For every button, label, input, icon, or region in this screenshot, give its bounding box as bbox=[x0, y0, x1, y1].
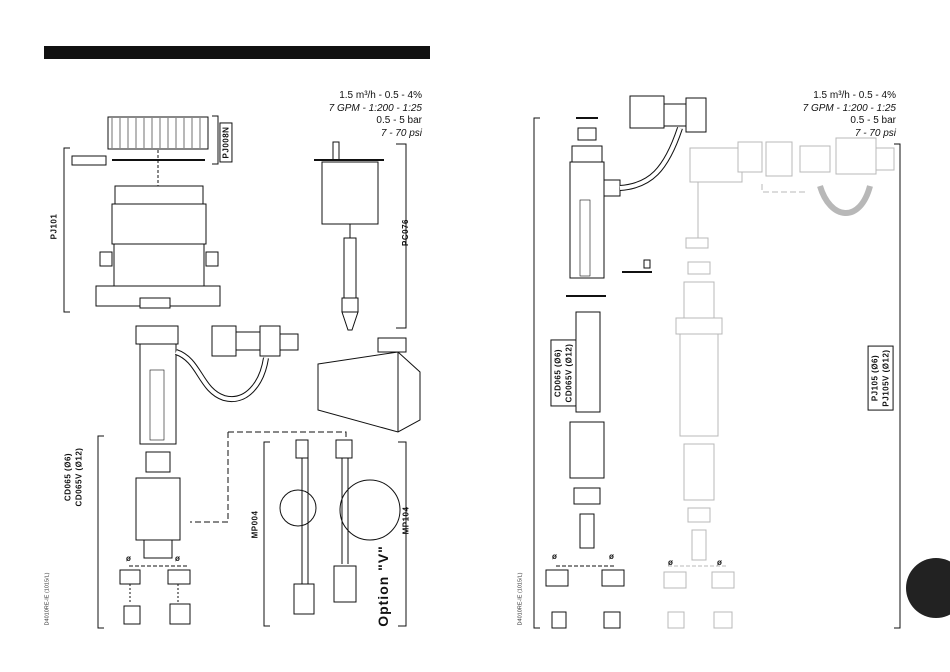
label-cd065-right: CD065 (Ø6) CD065V (Ø12) bbox=[550, 340, 576, 407]
diameter-symbol-1: ø bbox=[552, 552, 557, 561]
diameter-symbol-2: ø bbox=[609, 552, 614, 561]
label-cd065-line2: CD065V (Ø12) bbox=[563, 344, 574, 403]
diameter-symbol-3: ø bbox=[668, 558, 673, 567]
document-code-right: D4010RE-IE (1015/L) bbox=[517, 573, 523, 626]
label-cd065-line1: CD065 (Ø6) bbox=[552, 344, 563, 403]
label-pj105-line2: PJ105V (Ø12) bbox=[881, 349, 892, 406]
label-pj105-line1: PJ105 (Ø6) bbox=[870, 349, 881, 406]
diameter-symbol-4: ø bbox=[717, 558, 722, 567]
label-pj105: PJ105 (Ø6) PJ105V (Ø12) bbox=[868, 345, 894, 410]
